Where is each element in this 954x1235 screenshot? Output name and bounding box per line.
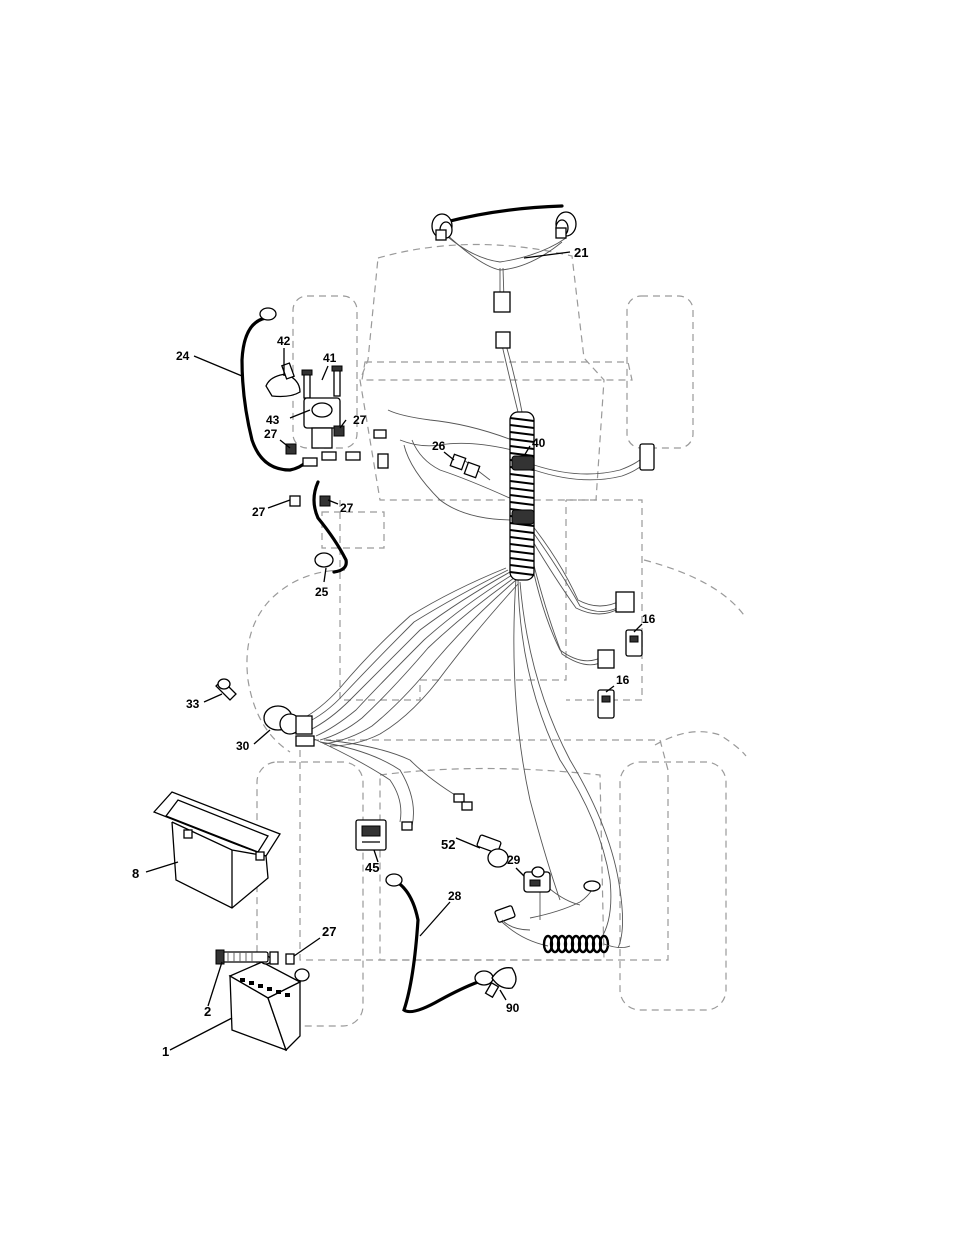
battery-cap [267,987,272,991]
callout-16b: 16 [616,673,630,687]
right-headlight [556,212,576,238]
battery-box [154,792,280,908]
ignition-switch [264,706,314,746]
callout-29: 29 [507,853,521,867]
callout-27b: 27 [353,413,367,427]
wire-sheath [510,412,534,580]
wiring-harness [300,230,652,948]
deck-outline [644,560,746,756]
battery-cap [285,993,290,997]
callout-41: 41 [323,351,337,365]
callout-21: 21 [574,245,588,260]
tractor-outline [247,244,746,1026]
callout-26: 26 [432,439,446,453]
bulb-52 [477,835,508,867]
callout-43: 43 [266,413,280,427]
callout-2: 2 [204,1004,211,1019]
module-16-lower [598,690,614,718]
callout-27a: 27 [264,427,278,441]
headlight-assembly [432,206,576,348]
hour-meter-45 [356,820,386,850]
bolts-41 [302,366,342,398]
callout-27c: 27 [252,505,266,519]
right-front-tire-outline [627,296,693,448]
callout-27d: 27 [340,501,354,515]
boot-42 [266,363,300,396]
callout-25: 25 [315,585,329,599]
callout-28: 28 [448,889,462,903]
solenoid-43 [304,398,340,448]
key-33 [216,679,236,700]
callout-42: 42 [277,334,291,348]
connector-26 [450,454,479,477]
pto-connector [494,905,530,930]
callout-8: 8 [132,866,139,881]
callout-45: 45 [365,860,379,875]
battery-cap [240,978,245,982]
front-axle-outline [362,362,632,380]
battery-cap [249,981,254,985]
callout-30: 30 [236,739,250,753]
seat-switch-29 [524,867,550,892]
callout-52: 52 [441,837,455,852]
battery [230,956,309,1050]
callout-90: 90 [506,1001,520,1015]
module-16-upper [626,630,642,656]
rear-fender-outline [300,740,668,960]
callout-40: 40 [532,436,546,450]
callout-1: 1 [162,1044,169,1059]
callout-24: 24 [176,349,190,363]
battery-cap [276,990,281,994]
right-rear-tire-outline [620,762,726,1010]
cable-28 [386,874,493,1012]
battery-bolt-2 [216,950,294,964]
callout-33: 33 [186,697,200,711]
callout-16a: 16 [642,612,656,626]
leader-lines [146,252,642,1050]
headlight-connector [494,292,510,348]
left-headlight [432,214,452,240]
hood-outline [360,244,604,500]
battery-cap [258,984,263,988]
callout-27e: 27 [322,924,336,939]
